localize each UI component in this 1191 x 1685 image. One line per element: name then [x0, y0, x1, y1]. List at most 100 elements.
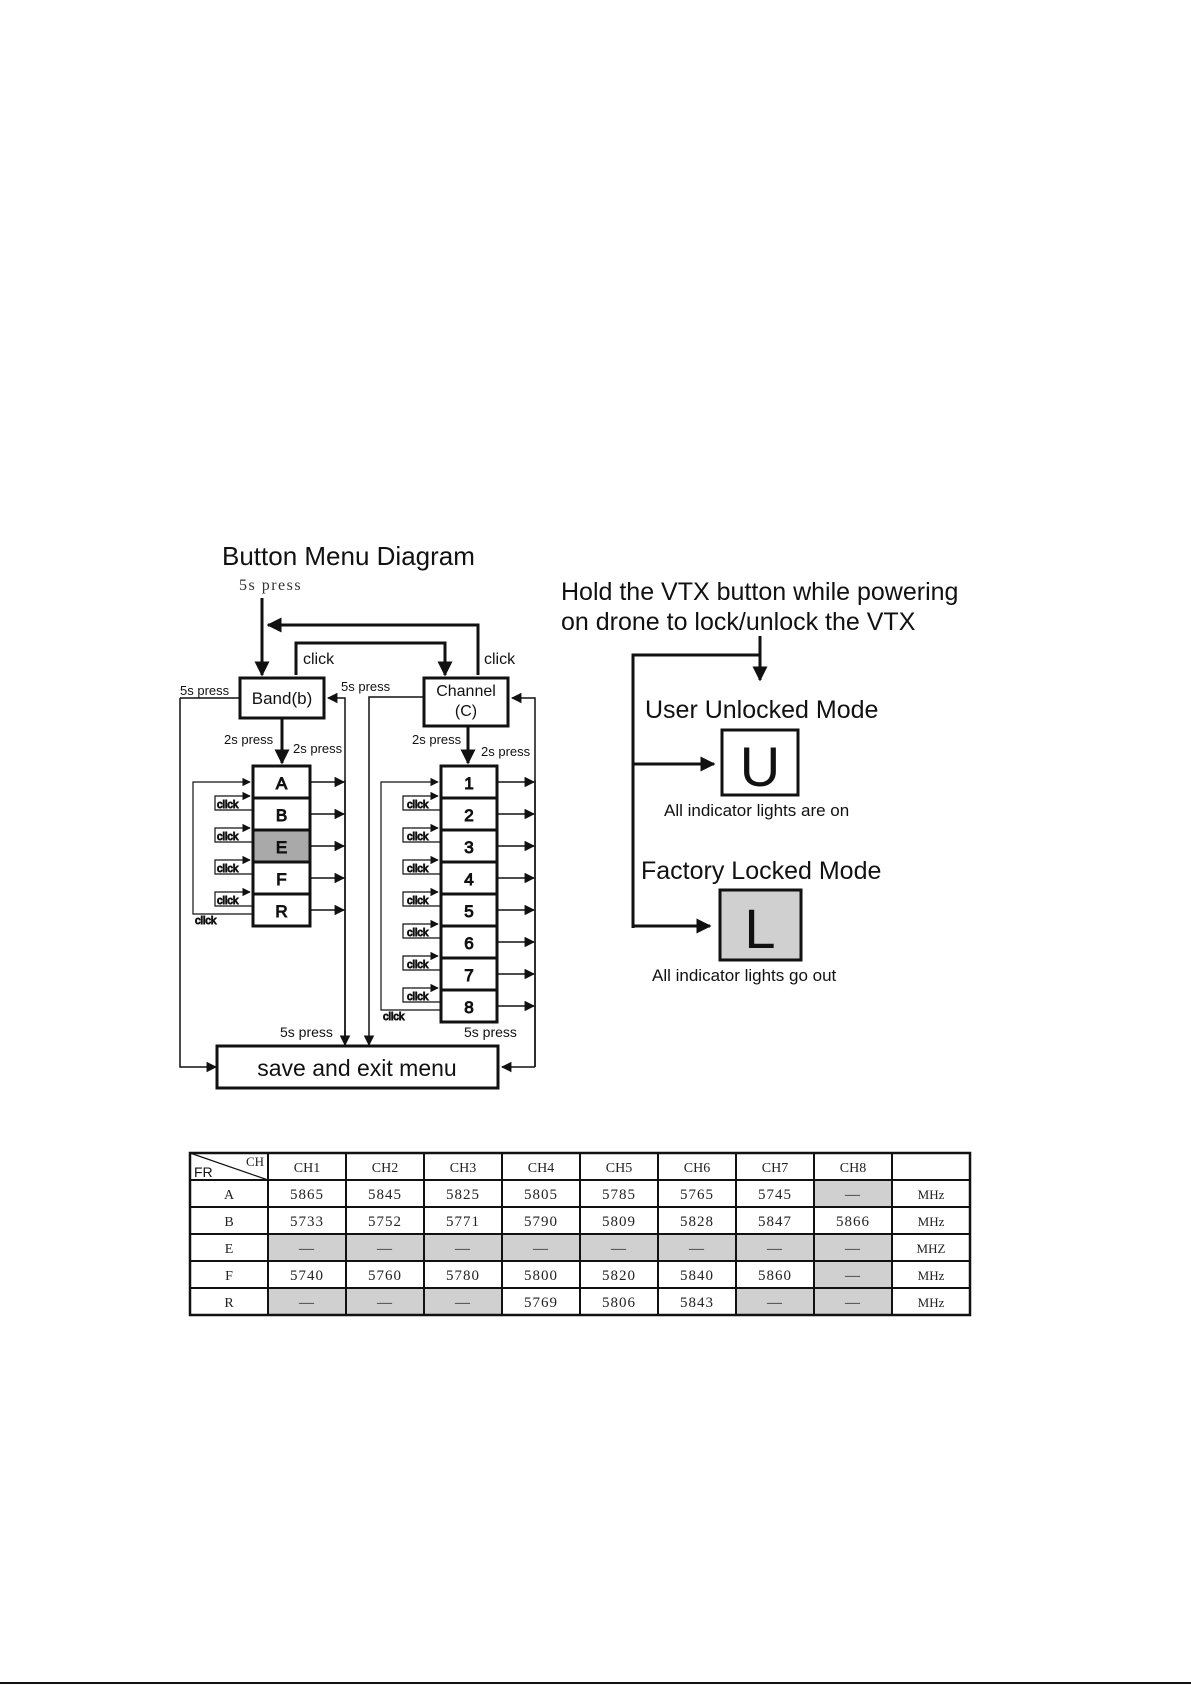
table-value-cell: 5765 — [680, 1187, 714, 1203]
click-label: click — [407, 959, 429, 971]
table-value-cell: 5805 — [524, 1187, 558, 1203]
table-header-cell: CH6 — [684, 1161, 710, 1176]
channel-list: 12click3click4click5click6click7click8cl… — [380, 764, 536, 1024]
band-box — [238, 676, 326, 720]
table-header-cell: CH3 — [450, 1161, 476, 1176]
empty-cell-shade — [268, 1288, 346, 1315]
table-header-cell: CH8 — [840, 1161, 866, 1176]
table-value-cell: 5828 — [680, 1214, 714, 1230]
table-value-cell: 5760 — [368, 1268, 402, 1284]
empty-cell-shade — [424, 1234, 502, 1261]
table-value-cell: 5745 — [758, 1187, 792, 1203]
table-value-cell: 5771 — [446, 1214, 480, 1230]
table-unit-cell: MHz — [918, 1214, 945, 1229]
click-label: click — [407, 799, 429, 811]
table-value-cell: 5806 — [602, 1295, 636, 1311]
channel-2s-label-a: 2s press — [412, 732, 462, 747]
table-value-cell: 5866 — [836, 1214, 870, 1230]
band-item-label: E — [276, 838, 287, 857]
table-value-cell: 5820 — [602, 1268, 636, 1284]
table-value-cell: 5785 — [602, 1187, 636, 1203]
band-item-label: R — [275, 902, 287, 921]
locked-letter: L — [744, 897, 775, 960]
band-item-label: F — [276, 870, 286, 889]
band-click-arrow — [214, 823, 253, 843]
channel-click-arrow — [402, 951, 441, 971]
table-unit-cell: MHz — [918, 1295, 945, 1310]
save-exit-label: save and exit menu — [257, 1055, 456, 1081]
click-label-right: click — [484, 651, 516, 668]
table-value-cell: 5843 — [680, 1295, 714, 1311]
lock-bracket — [631, 653, 760, 928]
corner-diagonal — [189, 1152, 269, 1181]
table-band-cell: E — [225, 1242, 234, 1257]
click-label: click — [407, 863, 429, 875]
table-value-cell: — — [454, 1241, 471, 1257]
table-value-cell: — — [844, 1268, 861, 1284]
table-value-cell: — — [844, 1187, 861, 1203]
channel-click-arrow — [402, 983, 441, 1003]
table-value-cell: — — [376, 1295, 393, 1311]
band-loop-arrow — [192, 777, 253, 915]
table-value-cell: — — [610, 1241, 627, 1257]
table-value-cell: 5865 — [290, 1187, 324, 1203]
channel-box-line2: (C) — [455, 703, 477, 720]
channel-item-label: 5 — [464, 902, 473, 921]
band-click-arrow — [214, 887, 253, 907]
table-value-cell: 5780 — [446, 1268, 480, 1284]
channel-click-arrow — [402, 791, 441, 811]
channel-click-arrow — [402, 887, 441, 907]
click-label: click — [407, 991, 429, 1003]
channel-item-3 — [439, 828, 499, 864]
table-band-cell: F — [225, 1269, 233, 1284]
channel-item-label: 2 — [464, 806, 473, 825]
bottom-5s-right-label: 5s press — [464, 1024, 517, 1040]
table-value-cell: 5733 — [290, 1214, 324, 1230]
lock-instruction-line1: Hold the VTX button while powering — [561, 578, 958, 606]
table-value-cell: — — [844, 1241, 861, 1257]
empty-cell-shade — [814, 1288, 892, 1315]
channel-2s-label-b: 2s press — [481, 744, 531, 759]
table-header-cell: CH4 — [528, 1161, 554, 1176]
table-value-cell: — — [298, 1241, 315, 1257]
table-value-cell: — — [454, 1295, 471, 1311]
table-unit-cell: MHZ — [917, 1241, 946, 1256]
band-2s-label-a: 2s press — [224, 732, 274, 747]
table-value-cell: — — [376, 1241, 393, 1257]
table-value-cell: 5752 — [368, 1214, 402, 1230]
band-2s-label-b: 2s press — [293, 741, 343, 756]
table-value-cell: — — [298, 1295, 315, 1311]
band-item-r — [251, 892, 312, 928]
band-to-channel-arrow — [294, 641, 453, 677]
corner-ch-label: CH — [246, 1154, 264, 1169]
table-value-cell: 5800 — [524, 1268, 558, 1284]
table-value-cell: 5809 — [602, 1214, 636, 1230]
empty-cell-shade — [502, 1234, 580, 1261]
table-value-cell: 5790 — [524, 1214, 558, 1230]
table-value-cell: 5847 — [758, 1214, 792, 1230]
table-unit-cell: MHz — [918, 1187, 945, 1202]
click-label: click — [383, 1011, 405, 1023]
click-label: click — [217, 863, 239, 875]
click-label: click — [407, 927, 429, 939]
table-value-cell: — — [844, 1295, 861, 1311]
channel-item-label: 8 — [464, 998, 473, 1017]
empty-cell-shade — [424, 1288, 502, 1315]
table-band-cell: A — [224, 1188, 235, 1203]
table-unit-cell: MHz — [918, 1268, 945, 1283]
channel-click-arrow — [402, 855, 441, 875]
empty-cell-shade — [580, 1234, 658, 1261]
unlocked-box — [720, 728, 800, 797]
click-label: click — [195, 915, 217, 927]
channel-click-arrow — [402, 919, 441, 939]
table-header-cell: CH1 — [294, 1161, 320, 1176]
table-value-cell: 5825 — [446, 1187, 480, 1203]
button-menu-diagram: Button Menu Diagram 5s press click click… — [179, 541, 536, 1090]
channel-loop-arrow — [380, 777, 441, 1011]
unlocked-title: User Unlocked Mode — [645, 696, 878, 724]
empty-cell-shade — [814, 1234, 892, 1261]
empty-cell-shade — [346, 1288, 424, 1315]
